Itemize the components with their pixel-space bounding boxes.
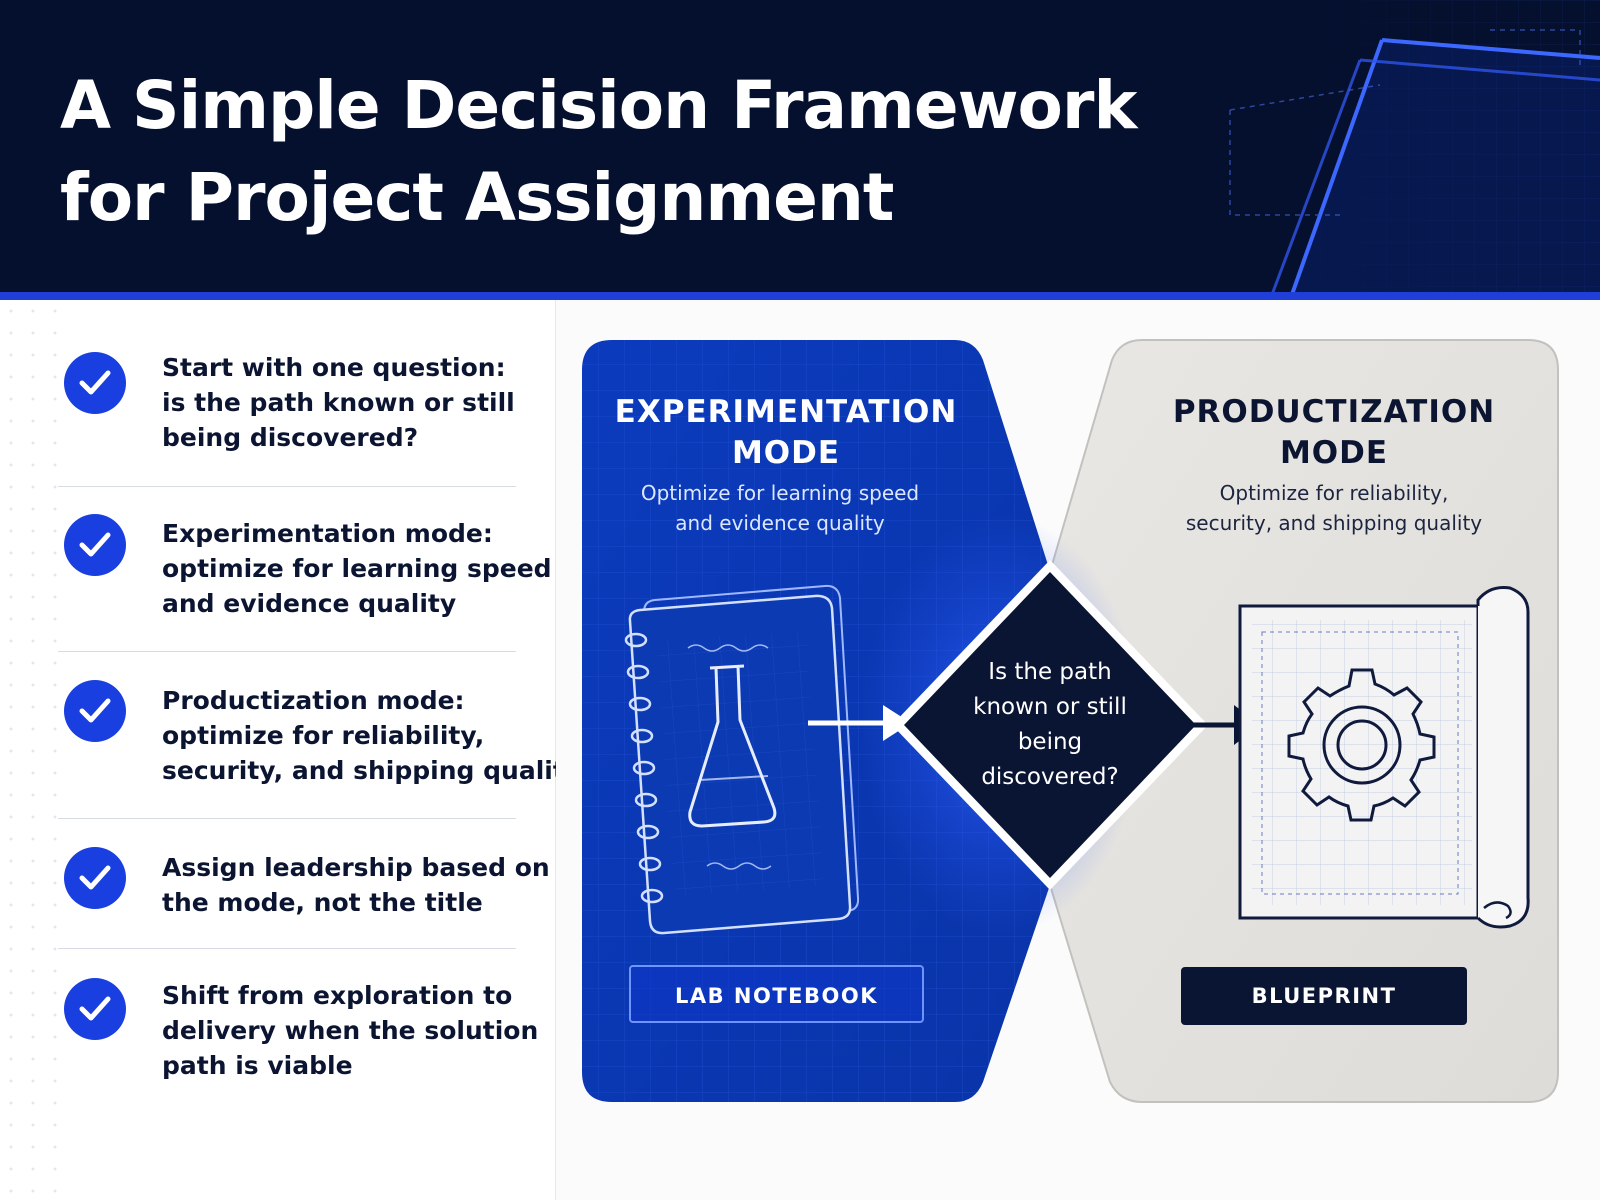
- header: A Simple Decision Framework for Project …: [0, 0, 1600, 300]
- checklist-separator: [58, 948, 516, 949]
- checklist-separator: [58, 651, 516, 652]
- checklist-text: optimize for learning speed: [162, 554, 552, 583]
- notebook-flask-icon: [624, 584, 860, 935]
- decision-line: known or still: [973, 694, 1127, 720]
- experimentation-subtitle-line: Optimize for learning speed: [640, 481, 920, 505]
- checklist-text: optimize for reliability,: [162, 721, 485, 750]
- decision-line: discovered?: [981, 764, 1119, 790]
- decision-diamond: [892, 560, 1208, 890]
- decision-line: Is the path: [988, 659, 1112, 685]
- checklist-text: is the path known or still: [162, 388, 515, 417]
- panel-divider: [555, 300, 556, 1200]
- productization-title-line: MODE: [1279, 435, 1389, 471]
- checklist-separator: [58, 818, 516, 819]
- checklist-separator: [58, 486, 516, 487]
- productization-subtitle-line: security, and shipping quality: [1185, 511, 1483, 535]
- experimentation-subtitle: Optimize for learning speed and evidence…: [590, 478, 970, 538]
- page-title: A Simple Decision Framework for Project …: [60, 60, 1137, 244]
- checkmark-icon: [64, 847, 126, 909]
- productization-subtitle: Optimize for reliability, security, and …: [1144, 478, 1524, 538]
- blueprint-grid-decoration: [900, 0, 1600, 300]
- checklist-text: delivery when the solution: [162, 1016, 539, 1045]
- checkmark-icon: [64, 352, 126, 414]
- productization-subtitle-line: Optimize for reliability,: [1219, 481, 1449, 505]
- checklist-text: Start with one question:: [162, 353, 506, 382]
- experimentation-title: EXPERIMENTATION MODE: [596, 392, 976, 474]
- checklist-text: and evidence quality: [162, 589, 457, 618]
- checklist-text: Shift from exploration to: [162, 981, 513, 1010]
- checklist-text: security, and shipping quality: [162, 756, 582, 785]
- decision-question: Is the path known or still being discove…: [965, 655, 1135, 795]
- blueprint-badge: BLUEPRINT: [1181, 967, 1467, 1025]
- experimentation-subtitle-line: and evidence quality: [675, 511, 885, 535]
- experimentation-title-line: MODE: [731, 435, 841, 471]
- dot-pattern: [0, 300, 60, 1200]
- checklist-text: path is viable: [162, 1051, 353, 1080]
- productization-title-line: PRODUCTIZATION: [1172, 394, 1496, 430]
- decision-line: being: [1017, 729, 1083, 755]
- blueprint-gear-icon: [1238, 586, 1530, 929]
- checklist-text: being discovered?: [162, 423, 419, 452]
- checklist-text: Experimentation mode:: [162, 519, 493, 548]
- header-accent-line: [0, 292, 1600, 300]
- checklist-text: Productization mode:: [162, 686, 465, 715]
- experimentation-title-line: EXPERIMENTATION: [614, 394, 958, 430]
- checkmark-icon: [64, 514, 126, 576]
- productization-title: PRODUCTIZATION MODE: [1144, 392, 1524, 474]
- lab-notebook-badge: LAB NOTEBOOK: [629, 965, 924, 1023]
- title-line-1: A Simple Decision Framework: [60, 67, 1137, 144]
- checklist-panel: [0, 300, 555, 1200]
- title-line-2: for Project Assignment: [60, 159, 894, 236]
- checklist-text: the mode, not the title: [162, 888, 483, 917]
- checkmark-icon: [64, 978, 126, 1040]
- checklist-text: Assign leadership based on: [162, 853, 550, 882]
- checkmark-icon: [64, 680, 126, 742]
